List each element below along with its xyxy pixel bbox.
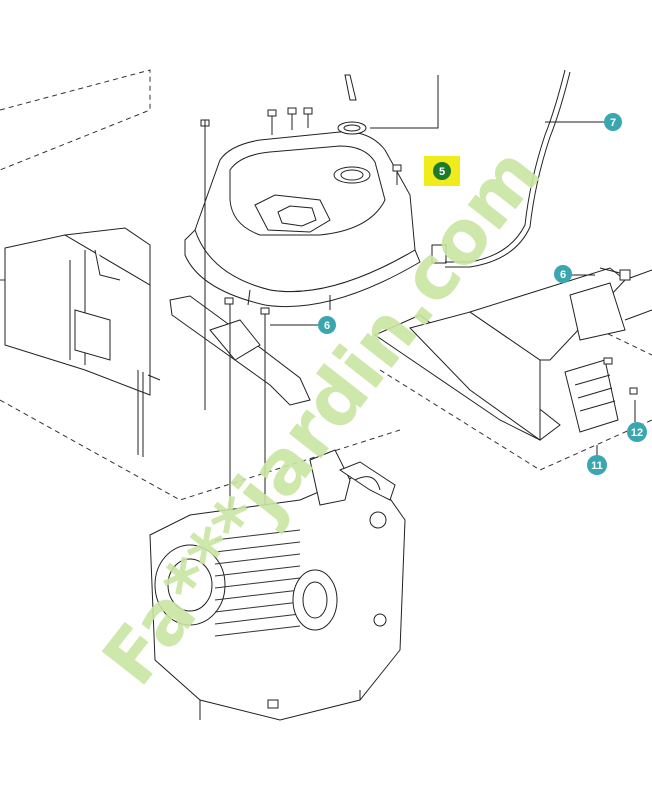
callout-5[interactable]: 5 xyxy=(424,156,460,186)
fuel-line xyxy=(431,69,571,268)
shroud-plate xyxy=(4,227,161,457)
callout-6-rail[interactable]: 6 xyxy=(554,265,572,283)
rectifier-module xyxy=(564,357,638,433)
engine-block xyxy=(149,449,406,721)
callout-12[interactable]: 12 xyxy=(627,422,647,442)
callout-7-label: 7 xyxy=(610,117,616,129)
callout-6-tank[interactable]: 6 xyxy=(318,316,336,334)
callout-7[interactable]: 7 xyxy=(604,113,622,131)
callout-12-label: 12 xyxy=(631,427,643,439)
callout-6-tank-label: 6 xyxy=(324,320,330,332)
callout-11[interactable]: 11 xyxy=(587,455,607,475)
callout-6-rail-label: 6 xyxy=(560,269,566,281)
callout-5-label: 5 xyxy=(439,166,445,178)
fuel-tank xyxy=(184,74,421,310)
tank-bracket xyxy=(169,120,311,520)
callout-11-label: 11 xyxy=(591,460,603,472)
mounting-rail xyxy=(373,267,652,441)
